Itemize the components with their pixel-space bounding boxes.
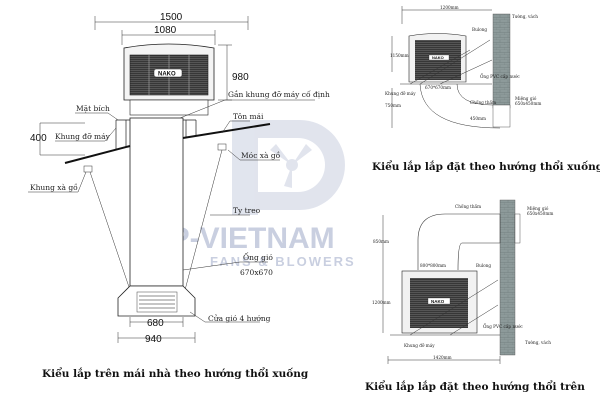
roof-mount-diagram: 1500 1080 980 NAKO 680 940 400 bbox=[28, 12, 330, 380]
dim-duct: 800*800mm bbox=[420, 263, 446, 268]
label-frame: Khung đỡ máy bbox=[404, 343, 435, 348]
label-flange: Mặt bích bbox=[76, 104, 110, 113]
label-bolt: Bulong bbox=[476, 263, 491, 268]
watermark-tagline: FANS & BLOWERS bbox=[210, 254, 356, 269]
dim-width: 1420mm bbox=[433, 355, 452, 360]
dim-frame-height: 400 bbox=[30, 133, 47, 144]
label-outlet: Cửa gió 4 hướng bbox=[208, 314, 271, 323]
label-roof-sheet: Tôn mái bbox=[233, 112, 264, 121]
label-wall: Tường, vách bbox=[512, 14, 538, 19]
unit-logo: NAKO bbox=[158, 72, 176, 78]
dim-width: 1200mm bbox=[440, 5, 459, 10]
wall bbox=[499, 199, 516, 356]
label-purlin-frame: Khung xà gồ bbox=[30, 183, 78, 192]
label-machine-frame: Khung đỡ máy bbox=[55, 132, 111, 141]
wall-upflow-diagram: Chống thấm Miệng gió 650x450mm 850mm 800… bbox=[365, 199, 585, 393]
dim-offset: 450mm bbox=[470, 116, 486, 121]
dim-unit-height: 980 bbox=[232, 72, 249, 83]
wall-downflow-diagram: 1200mm Tường, vách NAKO Bulong Ống PVC c… bbox=[372, 5, 600, 173]
dim-unit-width: 1080 bbox=[154, 25, 177, 36]
label-purlin-hook: Móc xà gồ bbox=[241, 151, 281, 160]
label-bolt: Bulong bbox=[472, 27, 487, 32]
label-fixed-frame: Gắn khung đỡ máy cố định bbox=[228, 90, 330, 99]
dim-height: 1150mm bbox=[390, 53, 409, 58]
dim-duct: 670*670mm bbox=[425, 85, 451, 90]
label-duct-size: 670x670 bbox=[240, 268, 273, 277]
label-waterproof: Chống thấm bbox=[455, 204, 481, 209]
outlet-box bbox=[117, 285, 196, 317]
unit-logo: NAKO bbox=[431, 299, 445, 304]
dim-height: 1200mm bbox=[372, 300, 391, 305]
label-wall: Tường, vách bbox=[525, 340, 551, 345]
dim-duct-bottom: 680 bbox=[147, 318, 164, 329]
dim-rise: 850mm bbox=[373, 239, 389, 244]
label-vent: Miệng gió bbox=[527, 206, 549, 211]
dim-overall-width: 1500 bbox=[160, 12, 183, 23]
air-cooler-unit: NAKO bbox=[123, 43, 215, 116]
caption-wall-up: Kiểu lắp lắp đặt theo hướng thổi trên bbox=[365, 379, 585, 393]
label-frame: Khung đỡ máy bbox=[385, 91, 416, 96]
label-pvc: Ống PVC cấp nước bbox=[483, 324, 523, 329]
caption-wall-down: Kiểu lắp lắp đặt theo hướng thổi xuống bbox=[372, 159, 600, 173]
label-vent-size: 650x450mm bbox=[515, 101, 541, 106]
air-duct bbox=[129, 117, 184, 287]
caption-roof: Kiểu lắp trên mái nhà theo hướng thổi xu… bbox=[42, 366, 309, 380]
label-vent: Miệng gió bbox=[515, 96, 537, 101]
label-vent-size: 650x450mm bbox=[527, 211, 553, 216]
label-waterproof: Chống thấm bbox=[470, 100, 496, 105]
label-duct: Ống gió bbox=[243, 252, 273, 262]
dim-drop: 750mm bbox=[385, 103, 401, 108]
label-hanger-rod: Ty treo bbox=[233, 206, 261, 215]
label-pvc: Ống PVC cấp nước bbox=[480, 74, 520, 79]
dim-outlet-width: 940 bbox=[145, 334, 162, 345]
unit-logo: NAKO bbox=[432, 55, 444, 60]
watermark-logo-icon bbox=[232, 120, 345, 215]
wall bbox=[492, 13, 511, 109]
